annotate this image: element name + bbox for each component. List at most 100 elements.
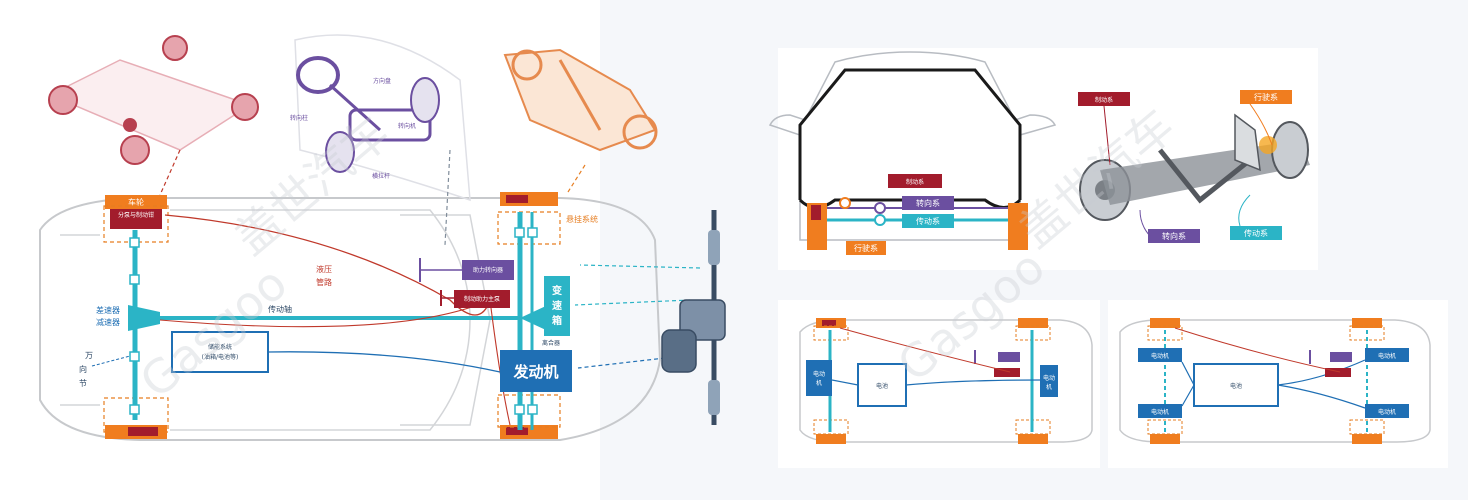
- wheel-bm-2: [816, 434, 846, 444]
- motor-br-2: [1138, 404, 1182, 418]
- motor-br-4-label: 电动机: [1378, 408, 1396, 416]
- brake-rear-right: [128, 427, 158, 436]
- universal-joint-label-1: 万: [85, 351, 93, 360]
- energy-storage-label-2: (油箱/电池等): [202, 353, 239, 361]
- brake-booster-bm: [994, 368, 1020, 377]
- differential-label-1: 差速器: [96, 305, 120, 315]
- steering-assist-box: [462, 260, 514, 280]
- brake-booster-box: [454, 290, 510, 308]
- front-joint-3: [514, 404, 525, 415]
- rear-axle-illustration: [48, 35, 259, 165]
- suspension-dashed-box-2: [497, 394, 561, 428]
- wheel-box-br-4: [1349, 419, 1385, 435]
- leader-wheel: [159, 149, 181, 196]
- inset-running-leader: [1249, 103, 1273, 146]
- transmission-char-3: 箱: [552, 314, 562, 327]
- battery-bm-label: 电池: [876, 382, 888, 390]
- inset-steering-tag: [1148, 229, 1200, 243]
- battery-bm: [857, 363, 907, 407]
- transmission-char-2: 速: [552, 299, 562, 312]
- wheel-br-3: [1352, 318, 1382, 328]
- left-diagram: 方向盘 转向柱 转向机 横拉杆 车轮 分泵与制动钳 悬挂系统: [39, 34, 726, 441]
- running-system-label: 行驶系: [854, 243, 878, 253]
- brake-front-right: [506, 427, 528, 435]
- steering-label-4: 横拉杆: [372, 172, 390, 180]
- front-joint-4: [527, 404, 538, 415]
- wheel-br-1: [1150, 318, 1180, 328]
- inset-running-label: 行驶系: [1254, 92, 1278, 102]
- suspension-photo: [1079, 113, 1310, 221]
- energy-storage-label-1: 储能系统: [208, 343, 232, 351]
- inset-brake-tag: [1078, 92, 1130, 106]
- motor-br-4: [1365, 404, 1409, 418]
- ujoint-pointer: [91, 355, 131, 367]
- steering-bm: [998, 352, 1020, 362]
- hydraulic-label-1: 液压: [316, 264, 332, 274]
- rear-brake-left: [811, 205, 821, 220]
- car-frame-outline: [798, 68, 1022, 200]
- motor-bm-rear-label-1: 电动: [813, 370, 825, 378]
- car-rear-outline: [768, 51, 1057, 241]
- leader-suspension: [567, 164, 586, 193]
- rear-axle-joint-1: [129, 274, 140, 285]
- motor-bm-rear-label-2: 机: [816, 379, 822, 387]
- clutch-label: 离合器: [542, 339, 560, 347]
- inset-running-tag: [1240, 90, 1292, 104]
- rear-detail: [60, 234, 100, 406]
- hydraulic-line-2: [159, 299, 491, 328]
- suspension-dashed-box: [497, 211, 561, 245]
- wheel-joint-top: [839, 197, 851, 209]
- motor-br-1: [1138, 348, 1182, 362]
- wheel-br-2: [1150, 434, 1180, 444]
- steering-label-1: 方向盘: [373, 77, 391, 85]
- rear-axle-joint-0: [129, 237, 140, 248]
- engine-box: [500, 350, 572, 392]
- wheel-label: 车轮: [128, 197, 144, 207]
- wheel-bm-4: [1018, 434, 1048, 444]
- steering-system-label: 转向系: [916, 198, 940, 208]
- motor-bm-front: [1040, 365, 1058, 397]
- motor-bm-rear: [806, 360, 832, 396]
- steering-wheel-icon: [296, 56, 340, 94]
- front-joint-2: [527, 227, 538, 238]
- inset-transmission-label: 传动系: [1244, 228, 1268, 238]
- wheel-box-br-2: [1147, 419, 1183, 435]
- inset-transmission-leader: [1238, 194, 1251, 227]
- inset-steering-label: 转向系: [1162, 231, 1186, 241]
- brake-system-label: 制动系: [906, 178, 924, 186]
- motor-br-3: [1365, 348, 1409, 362]
- transmission-char-1: 变: [552, 284, 562, 297]
- motor-bm-front-label-2: 机: [1046, 383, 1052, 391]
- arrow-drive-1: [579, 264, 701, 269]
- brake-system-tag: [888, 174, 942, 188]
- brake-distributor-label: 分泵与制动钳: [118, 211, 154, 219]
- motor-br-3-label: 电动机: [1378, 352, 1396, 360]
- wheel-bm-3: [1018, 318, 1048, 328]
- rear-axle-joint-3: [129, 404, 140, 415]
- drivetrain-illustration: [661, 210, 726, 425]
- rear-axle-joint-2: [129, 351, 140, 362]
- hydraulic-line: [164, 214, 491, 316]
- transmission-system-tag: [902, 214, 954, 228]
- steering-label-3: 转向机: [398, 122, 416, 130]
- steering-br: [1330, 352, 1352, 362]
- ev-single-motor-diagram: 电动 机 电动 机 电池: [799, 318, 1093, 444]
- brake-line-bm: [839, 327, 1011, 373]
- inset-steering-leader: [1139, 209, 1151, 237]
- right-top-diagram: 制动系 转向系 传动系 行驶系 制动系 行驶系 转向系 传动系: [768, 51, 1310, 255]
- brake-bm-1: [822, 320, 836, 326]
- suspension-illustration: [503, 48, 658, 152]
- running-system-tag: [846, 241, 886, 255]
- steering-label-2: 转向柱: [290, 114, 308, 122]
- rear-wheel-right: [1008, 203, 1028, 250]
- brake-front-left: [506, 195, 528, 203]
- car-outline-br: [1119, 319, 1431, 443]
- steering-assist-label: 助力转向器: [473, 266, 503, 274]
- universal-joint-label-2: 向: [79, 364, 87, 374]
- brake-booster-label: 制动助力主泵: [464, 295, 500, 303]
- suspension-label: 悬挂系统: [566, 214, 598, 224]
- transmission-system-label: 传动系: [916, 216, 940, 226]
- engine-label: 发动机: [512, 363, 558, 381]
- differential-shape: [128, 305, 160, 331]
